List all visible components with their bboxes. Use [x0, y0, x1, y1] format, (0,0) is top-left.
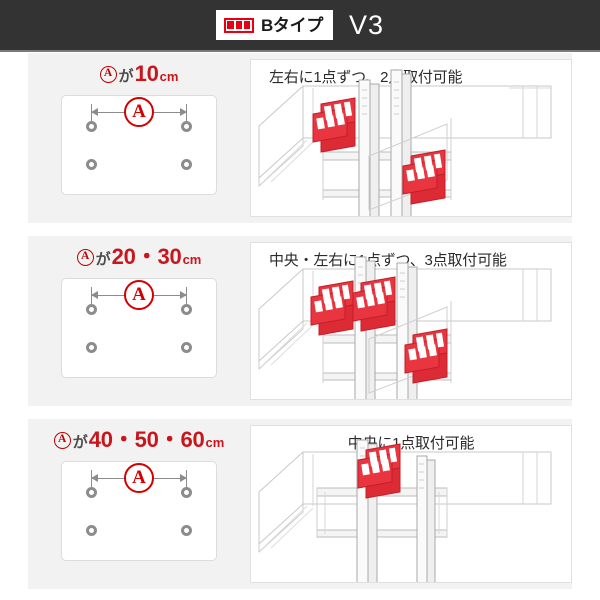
mount-hole [181, 159, 192, 170]
mount-hole [181, 121, 192, 132]
dimension-value: 40・50・60 [88, 427, 205, 452]
mount-hole [181, 525, 192, 536]
mount-illustration-2point [258, 69, 552, 216]
mount-hole [86, 342, 97, 353]
illustration-caption: 中央・左右に1点ずつ、3点取付可能 [269, 252, 507, 269]
particle-text: が [95, 251, 111, 268]
red-bracket [357, 443, 401, 499]
vesa-pattern-diagram: A [61, 278, 217, 378]
vesa-pattern-diagram: A [61, 95, 217, 195]
three-segment-bracket-icon [223, 17, 254, 33]
dimension-unit: cm [205, 435, 225, 450]
badge-label: Bタイプ [260, 15, 324, 35]
vesa-pattern-diagram: A [61, 461, 217, 561]
type-badge: Bタイプ [215, 10, 334, 40]
mount-illustration-1point [258, 439, 552, 582]
arrow-left-icon [91, 107, 98, 116]
arrow-right-icon [180, 473, 187, 482]
arrow-right-icon [180, 107, 187, 116]
dimension-label: A が 10 cm [99, 61, 179, 86]
circled-a-marker: A [53, 431, 71, 449]
version-label: V3 [349, 9, 385, 40]
row-left-column: A が 20・30 cm A [28, 236, 250, 406]
page-header: Bタイプ V3 [0, 0, 600, 52]
dimension-value: 10 [134, 61, 159, 86]
mount-hole [181, 487, 192, 498]
dimension-value: 20・30 [111, 244, 182, 269]
header-inner: Bタイプ V3 [215, 9, 385, 40]
mount-hole [181, 304, 192, 315]
mount-illustration-3point [258, 256, 552, 399]
diagram-circled-a: A [124, 280, 154, 310]
spec-row: A が 20・30 cm A 中央・左右に1点ずつ、3点取付可能 [28, 236, 572, 406]
illustration-panel: 中央・左右に1点ずつ、3点取付可能 [250, 242, 572, 400]
circled-a-marker: A [76, 248, 94, 266]
row-left-column: A が 10 cm A [28, 53, 250, 223]
illustration-panel: 中央に1点取付可能 [250, 425, 572, 583]
diagram-circled-a: A [124, 97, 154, 127]
red-bracket [404, 328, 448, 384]
particle-text: が [72, 434, 88, 451]
dimension-label: A が 20・30 cm [76, 244, 202, 269]
mount-hole [86, 121, 97, 132]
mount-hole [86, 304, 97, 315]
illustration-caption: 左右に1点ずつ、2点取付可能 [269, 69, 463, 86]
arrow-right-icon [180, 290, 187, 299]
particle-text: が [118, 68, 134, 85]
row-left-column: A が 40・50・60 cm A [28, 419, 250, 589]
mount-hole [86, 525, 97, 536]
spec-row: A が 10 cm A 左右に1点ずつ、2点取付可能 [28, 53, 572, 223]
red-bracket [312, 97, 356, 153]
red-bracket [352, 276, 396, 332]
mount-hole [181, 342, 192, 353]
dimension-label: A が 40・50・60 cm [53, 427, 225, 452]
illustration-panel: 左右に1点ずつ、2点取付可能 [250, 59, 572, 217]
arrow-left-icon [91, 290, 98, 299]
arrow-left-icon [91, 473, 98, 482]
mount-hole [86, 159, 97, 170]
red-bracket [310, 280, 354, 336]
mount-hole [86, 487, 97, 498]
diagram-circled-a: A [124, 463, 154, 493]
circled-a-marker: A [99, 65, 117, 83]
dimension-unit: cm [159, 69, 179, 84]
spec-row: A が 40・50・60 cm A 中央に1点取付可能 [28, 419, 572, 589]
dimension-unit: cm [182, 252, 202, 267]
red-bracket [402, 149, 446, 205]
